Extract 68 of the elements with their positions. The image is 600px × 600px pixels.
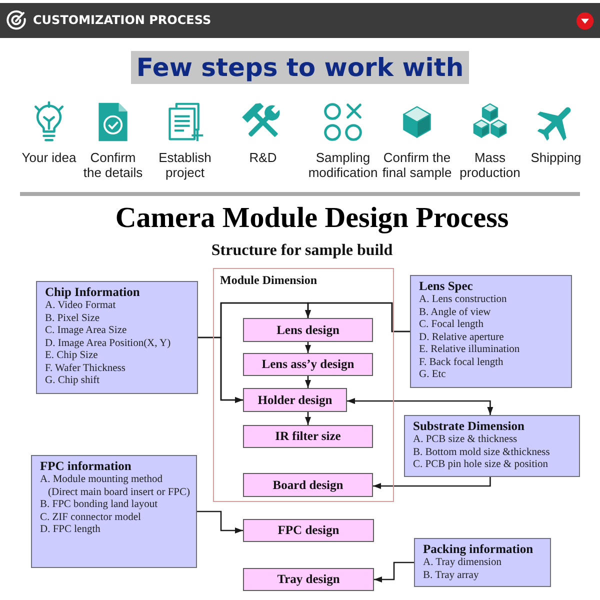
arrow [305,376,311,388]
double-arrow [347,398,494,415]
process-label: Lens design [276,322,340,338]
process-label: Lens ass’y design [262,357,354,372]
list-item: B. Pixel Size [45,312,100,325]
step-label: Mass production [458,150,522,180]
info-box [414,538,551,587]
arrow [373,477,491,489]
step-label: Confirm the final sample [381,150,453,180]
arrow [197,510,243,534]
process-label: Board design [272,478,344,492]
box-heading: FPC information [40,459,132,474]
process-label: FPC design [278,523,340,538]
list-item: D. FPC length [40,524,100,536]
process-label: IR filter size [275,429,341,444]
box-heading: Packing information [423,542,534,557]
list-item: A. Lens construction [419,294,507,306]
list-item: A. Tray dimension [423,557,502,570]
box-heading: Lens Spec [419,279,473,294]
step-label: Establish project [158,150,212,180]
diagram-title: Camera Module Design Process [115,201,509,235]
list-item: G. Etc [419,369,446,382]
list-item: B. Angle of view [419,306,491,319]
step-label: R&D [248,150,278,165]
header-title: CUSTOMIZATION PROCESS [33,13,212,28]
list-item: B. FPC bonding land layout [40,499,158,512]
process-box [243,568,374,591]
box-heading: Substrate Dimension [413,419,524,434]
info-box [410,275,572,388]
process-box [243,519,374,542]
list-item: B. Tray array [423,570,479,582]
process-box [243,473,373,497]
arrow [220,302,410,403]
box-heading: Chip Information [45,285,140,300]
list-item: D. Image Area Position(X, Y) [45,338,171,350]
step-label: Confirm the details [82,150,144,180]
list-item: E. Relative illumination [419,344,520,356]
group-frame [213,268,394,502]
step-label: Your idea [20,150,78,165]
list-item: C. Image Area Size [45,325,127,338]
list-item: C. Focal length [419,319,484,332]
info-box [404,415,580,477]
list-item: A. Video Format [45,300,116,312]
group-title: Module Dimension [220,273,318,288]
arrow [374,562,414,582]
list-item: C. PCB pin hole size & position [413,459,548,472]
arrow [305,412,311,425]
process-box [243,425,373,448]
list-item: C. ZIF connector model [40,512,141,524]
list-item: A. Module mounting method (Direct main board insert or FPC) [40,474,190,499]
diagram-subtitle: Structure for sample build [211,241,393,260]
process-box [243,353,373,376]
list-item: A. PCB size & thickness [413,434,518,446]
process-label: Holder design [258,392,332,408]
list-item: F. Wafer Thickness [45,362,126,375]
list-item: F. Back focal length [419,356,504,369]
banner-heading: Few steps to work with [131,51,469,84]
step-label: Shipping [530,150,582,165]
process-box [243,388,347,412]
info-box [31,455,197,568]
info-box [36,281,198,394]
process-box [243,318,373,342]
list-item: G. Chip shift [45,375,100,388]
list-item: E. Chip Size [45,350,98,362]
list-item: D. Relative aperture [419,332,504,344]
arrow [305,342,311,353]
list-item: B. Bottom mold size &thickness [413,446,550,459]
process-label: Tray design [277,572,340,587]
